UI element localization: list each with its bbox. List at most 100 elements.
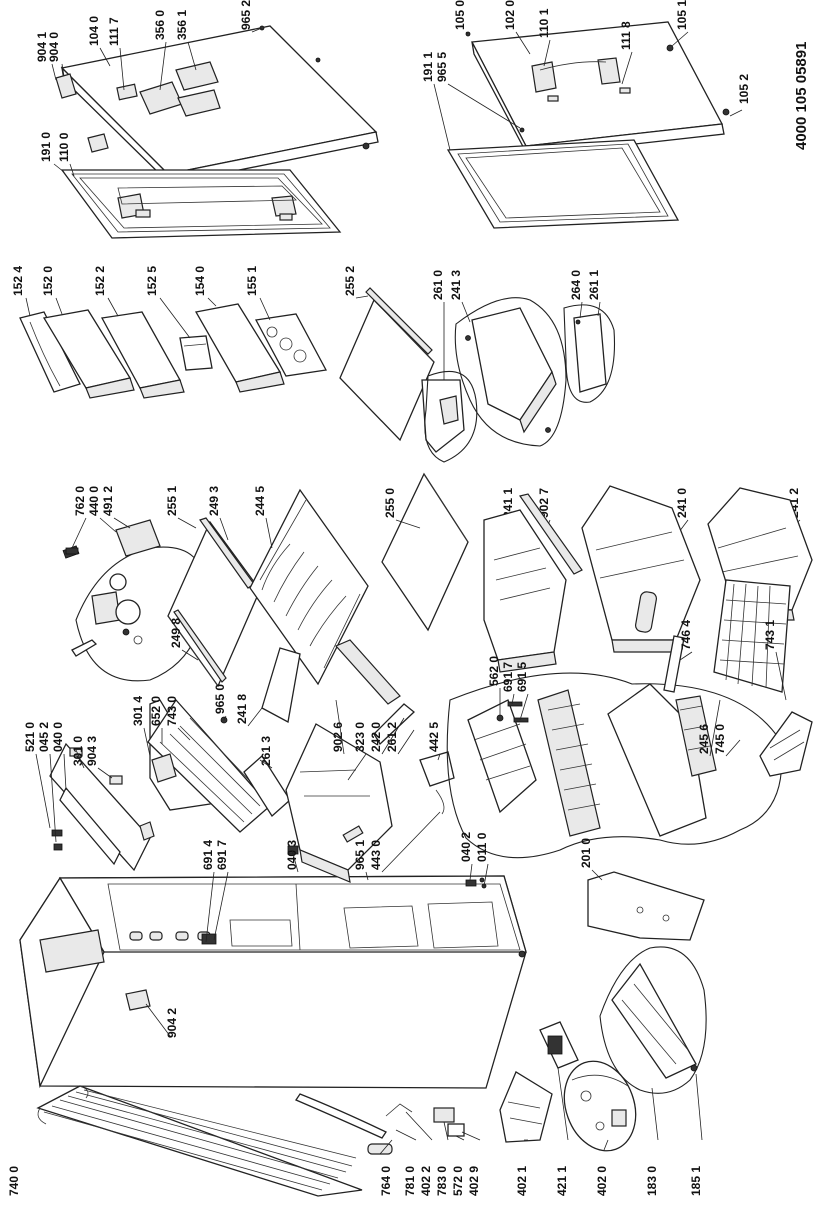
callout-3230: 323 0 — [353, 722, 367, 752]
callout-3560: 356 0 — [153, 10, 167, 40]
callout-4211: 421 1 — [555, 1166, 569, 1196]
callout-6917a: 691 7 — [215, 840, 229, 870]
compressor-4020 — [563, 1060, 637, 1152]
callout-1540: 154 0 — [193, 266, 207, 296]
callout-2413: 241 3 — [449, 270, 463, 300]
callout-9040: 904 0 — [47, 32, 61, 62]
callout-3561: 356 1 — [175, 10, 189, 40]
callout-1525: 152 5 — [145, 266, 159, 296]
drawers-group — [483, 485, 813, 673]
callout-4425: 442 5 — [427, 722, 441, 752]
callout-7620: 762 0 — [73, 486, 87, 516]
callout-2010: 201 0 — [579, 838, 593, 868]
callout-1117: 111 7 — [107, 17, 121, 46]
callout-7810: 781 0 — [403, 1166, 417, 1196]
callout-2613: 261 3 — [259, 736, 273, 766]
wire-shelf-2445 — [249, 488, 369, 686]
callout-9655: 965 5 — [435, 52, 449, 82]
callout-9027: 902 7 — [537, 488, 551, 518]
top-liner-parts — [49, 698, 271, 872]
freezer-door-assembly — [55, 25, 379, 186]
callout-7450: 745 0 — [713, 724, 727, 754]
callout-2610: 261 0 — [431, 270, 445, 300]
callout-2420: 242 0 — [369, 722, 383, 752]
callout-4029: 402 9 — [467, 1166, 481, 1196]
callout-5720: 572 0 — [451, 1166, 465, 1196]
callout-2552: 255 2 — [343, 266, 357, 296]
callout-1910: 191 0 — [39, 132, 53, 162]
labels-freezer-door: 904 1 904 0 104 0 111 7 356 0 356 1 965 … — [35, 0, 263, 177]
callout-4022: 402 2 — [419, 1166, 433, 1196]
callout-1524: 152 4 — [11, 266, 25, 296]
callout-9652a: 965 2 — [239, 0, 253, 30]
glass-shelf-2550 — [381, 472, 469, 632]
callout-3010: 301 0 — [71, 736, 85, 766]
callout-0402: 040 2 — [459, 832, 473, 862]
part-7620 — [65, 547, 79, 555]
callout-7430: 743 0 — [165, 696, 179, 726]
callout-2612: 261 2 — [385, 722, 399, 752]
callout-1100: 110 0 — [57, 132, 71, 162]
callout-9026: 902 6 — [331, 722, 345, 752]
rear-plate-2010 — [587, 871, 705, 941]
labels-balconies: 152 4 152 0 152 2 152 5 154 0 155 1 — [11, 266, 271, 339]
callout-6915: 691 5 — [515, 662, 529, 692]
callout-7431: 743 1 — [763, 620, 777, 650]
labels-fridge-door: 105 0 102 0 110 1 111 8 105 1 191 1 965 … — [421, 0, 751, 151]
callout-6917b: 691 7 — [501, 662, 515, 692]
callout-5620: 562 0 — [487, 656, 501, 686]
bottom-small-parts — [295, 1021, 579, 1155]
callout-1551: 155 1 — [245, 266, 259, 296]
callout-1911: 191 1 — [421, 52, 435, 82]
callout-2456: 245 6 — [697, 724, 711, 754]
evaporator-bubble — [446, 672, 783, 859]
callout-0400: 040 0 — [51, 722, 65, 752]
cabinet-body — [19, 875, 527, 1089]
callout-1051: 105 1 — [675, 0, 689, 30]
condenser-7400 — [36, 1085, 363, 1197]
base-frame-bubble — [599, 946, 707, 1094]
callout-2640: 264 0 — [569, 270, 583, 300]
freezer-drawer-group — [220, 639, 487, 889]
labels-middle-lower: 521 0 045 2 040 0 301 0 904 3 301 4 652 … — [23, 620, 787, 1038]
callout-9650: 965 0 — [213, 684, 227, 714]
callout-1040: 104 0 — [87, 16, 101, 46]
callout-0452: 045 2 — [37, 722, 51, 752]
callout-1052: 105 2 — [737, 74, 751, 104]
callout-6914: 691 4 — [201, 840, 215, 870]
callout-2550: 255 0 — [383, 488, 397, 518]
callout-6520: 652 0 — [149, 696, 163, 726]
callout-9651: 965 1 — [353, 840, 367, 870]
fridge-door-assembly — [465, 21, 730, 157]
document-number: 4000 105 05891 — [793, 42, 810, 150]
callout-2418: 241 8 — [235, 694, 249, 724]
callout-1522: 152 2 — [93, 266, 107, 296]
glass-shelf-2551 — [167, 517, 261, 688]
callout-9041: 904 1 — [35, 32, 49, 62]
crisper-shelf-group — [339, 287, 616, 463]
callout-1520: 152 0 — [41, 266, 55, 296]
callout-1118: 111 8 — [619, 21, 633, 50]
callout-2445: 244 5 — [253, 486, 267, 516]
callout-2551: 255 1 — [165, 486, 179, 516]
callout-1830: 183 0 — [645, 1166, 659, 1196]
callout-2498: 249 8 — [169, 618, 183, 648]
callout-9042: 904 2 — [165, 1008, 179, 1038]
callout-4400: 440 0 — [87, 486, 101, 516]
callout-7400: 740 0 — [7, 1166, 21, 1196]
fridge-door-gasket — [446, 139, 680, 229]
callout-4020: 402 0 — [595, 1166, 609, 1196]
labels-bottom: 740 0 764 0 781 0 402 2 783 0 572 0 402 … — [7, 1067, 703, 1196]
callout-7640: 764 0 — [379, 1166, 393, 1196]
part-7464-7431 — [663, 635, 813, 777]
freezer-door-gasket — [60, 169, 342, 239]
callout-3014: 301 4 — [131, 696, 145, 726]
callout-2611: 261 1 — [587, 270, 601, 300]
callout-0403: 040 3 — [285, 840, 299, 870]
callout-2493: 249 3 — [207, 486, 221, 516]
callout-7464: 746 4 — [679, 620, 693, 650]
callout-7830: 783 0 — [435, 1166, 449, 1196]
callout-1851: 185 1 — [689, 1166, 703, 1196]
callout-1020: 102 0 — [503, 0, 517, 30]
